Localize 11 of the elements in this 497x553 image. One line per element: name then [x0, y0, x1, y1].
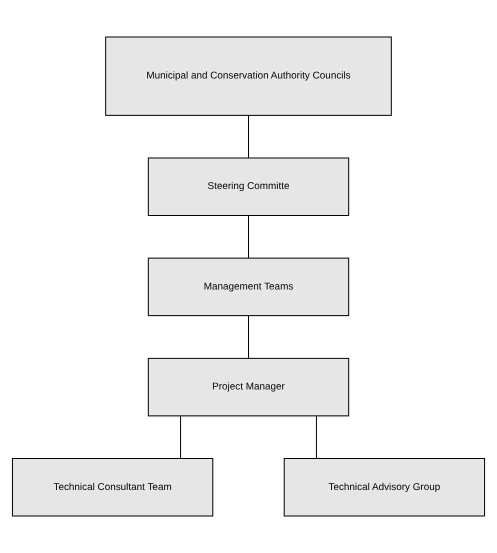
node-box: Technical Advisory Group: [284, 458, 486, 517]
node-box: Steering Committe: [148, 157, 350, 216]
node-box: Technical Consultant Team: [12, 458, 214, 517]
connector: [180, 416, 182, 459]
connector: [248, 114, 249, 158]
node-box: Management Teams: [148, 258, 350, 316]
connector: [248, 315, 249, 359]
connector: [316, 416, 317, 459]
node-box: Project Manager: [148, 358, 350, 416]
node-box: Municipal and Conservation Authority Councils: [105, 36, 392, 116]
connector: [248, 215, 249, 258]
